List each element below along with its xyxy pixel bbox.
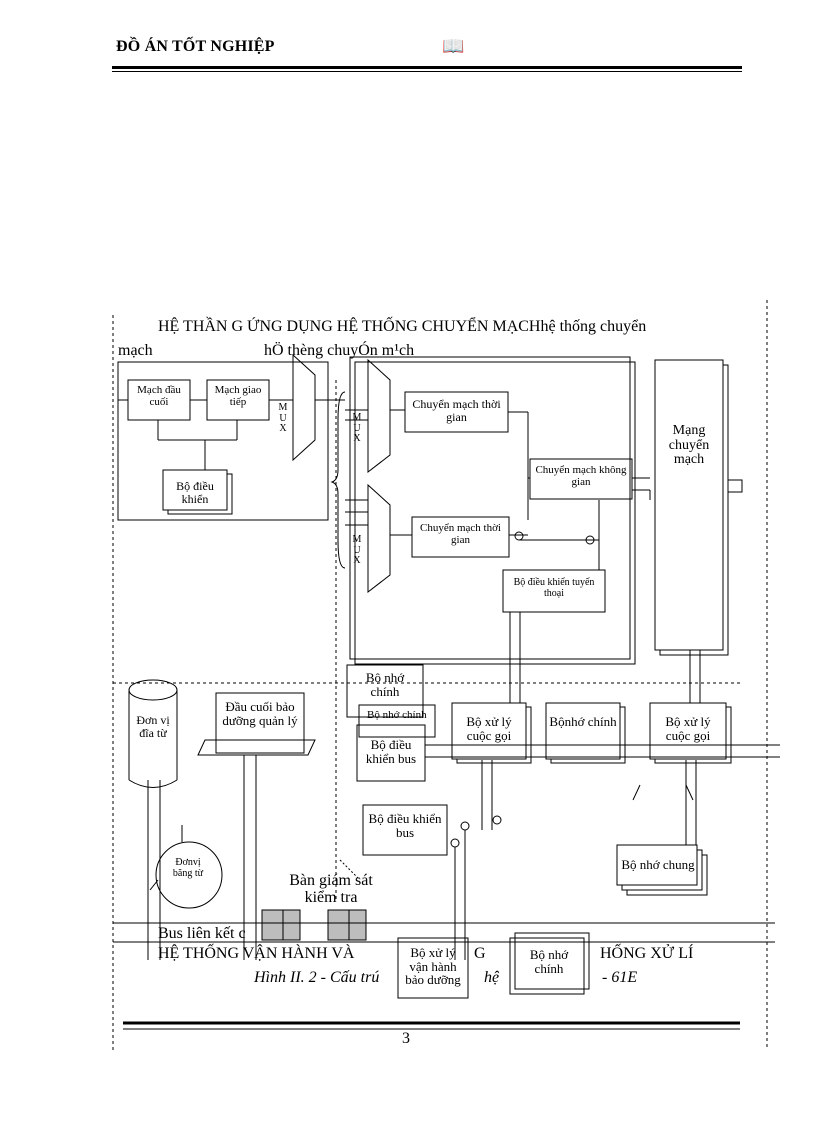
block-mang-chuyen-mach: Mạng chuyển mạch (668, 423, 710, 468)
block-chuyen-mach-thoi-gian-2: Chuyển mạch thời gian (420, 522, 501, 546)
system-label: HỆ THỐNG VẬN HÀNH VÀ (158, 945, 355, 962)
block-bo-xu-ly-cuoc-goi-2: Bộ xử lý cuộc gọi (665, 714, 711, 743)
block-bo-nho-chung: Bộ nhớ chung (621, 857, 695, 872)
figure-caption-c: - 61E (602, 969, 638, 986)
block-bo-nho-chinh-shadow: Bộ nhớ chính (367, 710, 427, 721)
bus-lien-ket-label: Bus liên kết c (158, 925, 246, 942)
block-bo-nho-chinh-1: Bộ nhớ chính (365, 670, 405, 699)
figure-caption-b: hệ (484, 969, 500, 986)
document-header-title: ĐỒ ÁN TỐT NGHIỆP (116, 38, 275, 55)
block-don-vi-dia-tu: Đơn vị đĩa từ (136, 713, 170, 740)
block-bo-xu-ly-cuoc-goi-1: Bộ xử lý cuộc gọi (466, 714, 512, 743)
mux-left-label: M U X (278, 402, 288, 434)
block-chuyen-mach-khong-gian: Chuyển mạch không gian (535, 464, 627, 488)
book-icon: 📖 (442, 36, 465, 56)
block-bo-dieu-khien: Bộ điều khiển (176, 479, 214, 506)
block-bo-dieu-khien-bus-1: Bộ điều khiển bus (365, 737, 417, 766)
figure-heading-line1: HỆ THẦN G ỨNG DỤNG HỆ THỐNG CHUYỂN MẠCHh… (158, 318, 647, 335)
block-ban-giam-sat: Bàn giám sát kiểm tra (289, 872, 373, 906)
header-rule-thin (112, 71, 742, 72)
system-label-2: G (474, 945, 486, 962)
block-bo-nho-chinh-2: Bộnhớ chính (549, 714, 617, 729)
block-chuyen-mach-thoi-gian-1: Chuyển mạch thời gian (412, 397, 501, 424)
block-don-vi-bang-tu: Đơnvị băng từ (172, 857, 204, 879)
block-bo-dieu-khien-tuyen-thoai: Bộ điều khiển tuyến thoại (513, 577, 595, 599)
block-bo-nho-chinh-3: Bộ nhớ chính (529, 947, 569, 976)
system-label-3: HỐNG XỬ LÍ (600, 945, 694, 962)
header-rule (112, 66, 742, 69)
figure-heading-line2b: hÖ thèng chuyÓn m¹ch (264, 342, 415, 359)
block-bo-dieu-khien-bus-2: Bộ điều khiển bus (368, 811, 442, 840)
block-mach-dau-cuoi: Mạch đầu cuối (137, 384, 181, 408)
mux-upper-label: M U X (352, 412, 362, 444)
figure-heading-line2a: mạch (118, 342, 153, 359)
page-number: 3 (402, 1030, 410, 1047)
block-mach-giao-tiep: Mạch giao tiếp (214, 384, 262, 408)
block-bo-xu-ly-van-hanh: Bộ xử lý vận hành bảo dưỡng (405, 945, 461, 988)
figure-caption-a: Hình II. 2 - Cấu trú (254, 969, 380, 986)
block-dau-cuoi-bao-duong: Đầu cuối bảo dưỡng quản lý (222, 699, 298, 728)
mux-lower-label: M U X (352, 534, 362, 566)
